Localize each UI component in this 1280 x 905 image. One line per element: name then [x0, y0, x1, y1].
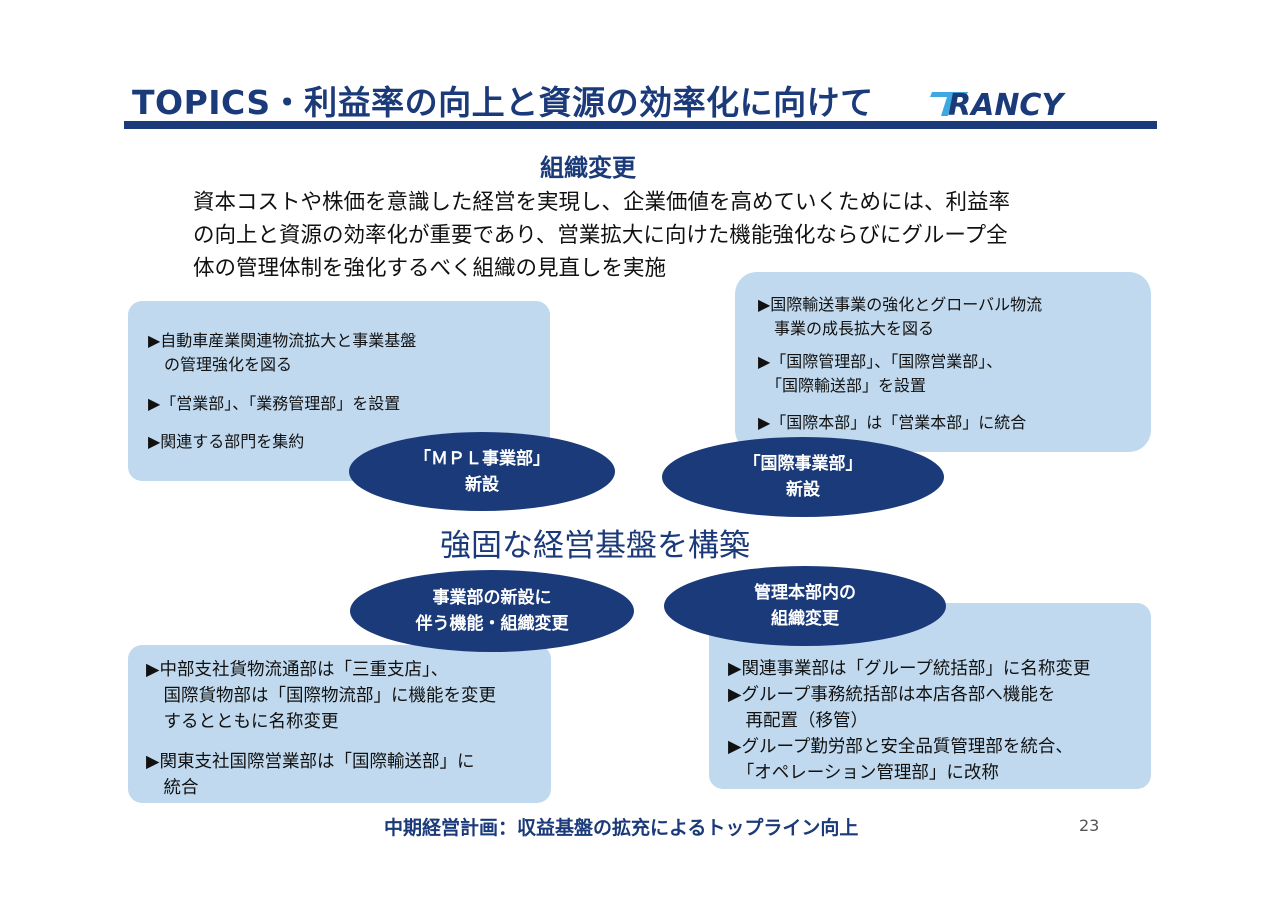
intro-line: 資本コストや株価を意識した経営を実現し、企業価値を高めていくためには、利益率 — [193, 190, 1011, 215]
bullet-text: 再配置（移管） — [728, 711, 868, 731]
svg-text:RANCY: RANCY — [948, 88, 1066, 120]
footer-caption: 中期経営計画：収益基盤の拡充によるトップライン向上 — [384, 817, 859, 839]
intl-division-ellipse: 「国際事業部」 新設 — [662, 437, 944, 517]
center-heading: 強固な経営基盤を構築 — [440, 528, 750, 564]
slide-title: TOPICS・利益率の向上と資源の効率化に向けて — [132, 83, 874, 122]
bullet-text: ▶「国際管理部」、「国際営業部」、 — [758, 352, 1003, 371]
bullet-text: ▶「国際本部」は「営業本部」に統合 — [758, 413, 1027, 432]
bullet-text: ▶国際輸送事業の強化とグローバル物流 — [758, 295, 1043, 314]
bullet-text: ▶グループ事務統括部は本店各部へ機能を — [728, 685, 1056, 705]
bullet-text: 「国際輸送部」を設置 — [758, 376, 927, 395]
bullet-text: 「オペレーション管理部」に改称 — [728, 763, 999, 783]
bullet-text: の管理強化を図る — [148, 355, 293, 374]
bullet-text: ▶自動車産業関連物流拡大と事業基盤 — [148, 331, 417, 350]
bullet-text: ▶グループ勤労部と安全品質管理部を統合、 — [728, 737, 1073, 757]
ellipse-label: 管理本部内の — [754, 583, 856, 603]
ellipse-label: 新設 — [786, 480, 820, 500]
bullet-text: ▶関東支社国際営業部は「国際輸送部」に — [146, 752, 475, 772]
bullet-text: ▶関連事業部は「グループ統括部」に名称変更 — [728, 659, 1091, 679]
new-division-changes-ellipse: 事業部の新設に 伴う機能・組織変更 — [350, 570, 634, 652]
branch-reorganization-box — [128, 645, 551, 803]
title-underline — [124, 121, 1157, 129]
international-logistics-box — [735, 272, 1151, 452]
bullet-text: ▶関連する部門を集約 — [148, 432, 305, 451]
bullet-text: ▶「営業部」、「業務管理部」を設置 — [148, 394, 401, 413]
trancy-logo: RANCY — [928, 86, 1112, 124]
admin-hq-changes-ellipse: 管理本部内の 組織変更 — [664, 566, 946, 646]
ellipse-label: 事業部の新設に — [432, 588, 552, 608]
page-number: 23 — [1079, 816, 1100, 835]
ellipse-label: 新設 — [465, 474, 499, 495]
ellipse-label: 「ＭＰＬ事業部」 — [414, 448, 550, 469]
bullet-text: 国際貨物部は「国際物流部」に機能を変更 — [146, 686, 496, 706]
mpl-division-ellipse: 「ＭＰＬ事業部」 新設 — [349, 432, 615, 511]
bullet-text: ▶中部支社貨物流通部は「三重支店」、 — [146, 660, 449, 680]
bullet-text: 事業の成長拡大を図る — [758, 319, 935, 338]
bullet-text: するとともに名称変更 — [146, 712, 339, 732]
ellipse-label: 組織変更 — [771, 609, 839, 629]
intro-paragraph: 資本コストや株価を意識した経営を実現し、企業価値を高めていくためには、利益率 の… — [193, 186, 1128, 285]
section-heading: 組織変更 — [540, 154, 636, 182]
intro-line: の向上と資源の効率化が重要であり、営業拡大に向けた機能強化ならびにグループ全 — [193, 223, 1008, 248]
ellipse-label: 「国際事業部」 — [743, 454, 863, 474]
bullet-text: 統合 — [146, 778, 199, 798]
ellipse-label: 伴う機能・組織変更 — [415, 614, 569, 634]
intro-line: 体の管理体制を強化するべく組織の見直しを実施 — [193, 256, 667, 281]
